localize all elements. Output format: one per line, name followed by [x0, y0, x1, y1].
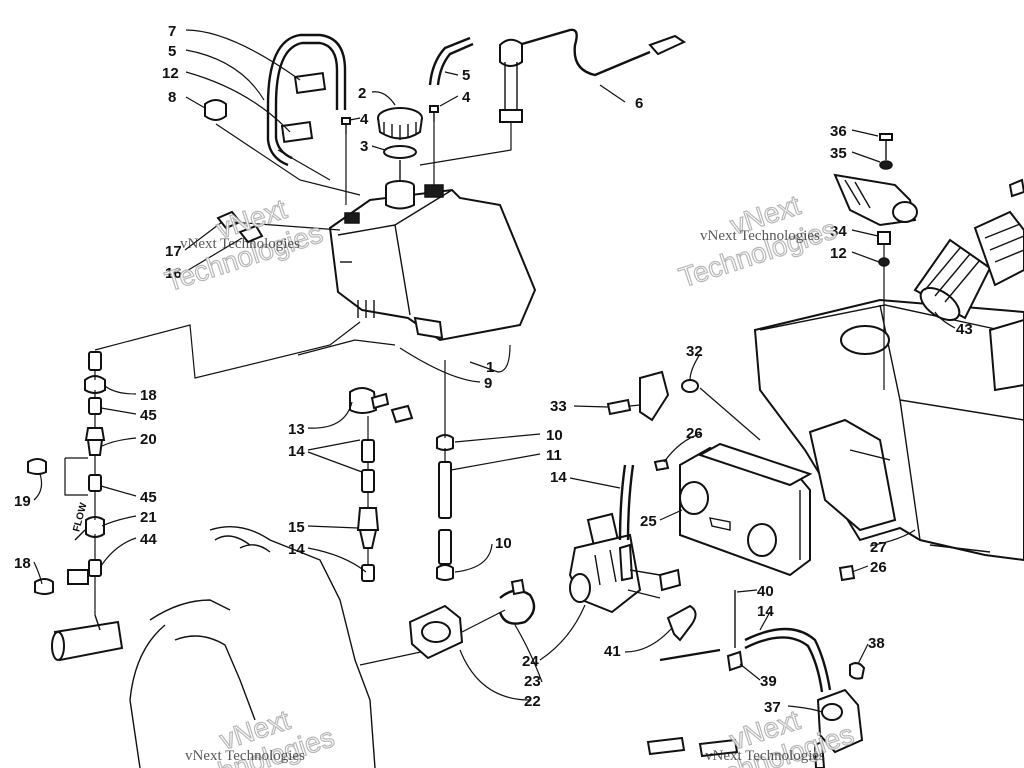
callout-17: 17	[165, 243, 182, 260]
callout-14-c: 14	[550, 469, 567, 486]
fuel-pump-line	[349, 387, 414, 582]
callout-12: 12	[162, 65, 179, 82]
engine-outline	[129, 525, 431, 768]
callout-45-bottom: 45	[140, 489, 157, 506]
callout-15: 15	[288, 519, 305, 536]
callout-2: 2	[358, 85, 366, 102]
callout-18-top: 18	[140, 387, 157, 404]
callout-4-left: 4	[360, 111, 369, 128]
callout-25: 25	[640, 513, 657, 530]
callout-23: 23	[524, 673, 541, 690]
callout-32: 32	[686, 343, 703, 360]
callout-33: 33	[550, 398, 567, 415]
callout-3: 3	[360, 138, 368, 155]
watermark-caption: vNext Technologies	[705, 748, 825, 764]
callout-leaders	[33, 29, 956, 713]
intake-flange	[408, 604, 506, 660]
intake-tube	[913, 210, 1024, 321]
callout-18-bottom: 18	[14, 555, 31, 572]
callout-9: 9	[484, 375, 492, 392]
watermark-caption: vNext Technologies	[700, 228, 820, 244]
callout-numbers: 7 5 12 8 2 4 3 4 5 6 1 9 10 11 10 13 14 …	[14, 23, 973, 716]
fuel-pump	[646, 590, 866, 768]
callout-26-bottom: 26	[870, 559, 887, 576]
callout-16: 16	[165, 265, 182, 282]
callout-34: 34	[830, 223, 847, 240]
callout-41: 41	[604, 643, 621, 660]
fuel-line-route	[94, 321, 396, 379]
watermark-caption: vNext Technologies	[185, 748, 305, 764]
callout-5-right: 5	[462, 67, 470, 84]
callout-14-b: 14	[288, 541, 305, 558]
callout-24: 24	[522, 653, 539, 670]
callout-21: 21	[140, 509, 157, 526]
callout-14-a: 14	[288, 443, 305, 460]
tank-mount-bracket	[216, 210, 341, 244]
vent-hose	[204, 33, 361, 196]
callout-35: 35	[830, 145, 847, 162]
callout-40: 40	[757, 583, 774, 600]
callout-44: 44	[140, 531, 157, 548]
callout-11: 11	[546, 447, 562, 464]
callout-4-right: 4	[462, 89, 471, 106]
watermark-caption: vNext Technologies	[180, 236, 300, 252]
fuel-tank	[328, 184, 537, 342]
vent-line-right	[428, 36, 474, 86]
fuel-hose-vertical	[436, 360, 454, 581]
callout-6: 6	[635, 95, 643, 112]
callout-7: 7	[168, 23, 176, 40]
callout-5: 5	[168, 43, 176, 60]
callout-38: 38	[868, 635, 885, 652]
callout-12-right: 12	[830, 245, 847, 262]
callout-10-bottom: 10	[495, 535, 512, 552]
callout-27: 27	[870, 539, 887, 556]
hose-clamp	[498, 578, 536, 625]
air-silencer	[753, 298, 1024, 562]
callout-37: 37	[764, 699, 781, 716]
callout-45-top: 45	[140, 407, 157, 424]
callout-36: 36	[830, 123, 847, 140]
primer-assembly	[833, 133, 1024, 390]
callout-20: 20	[140, 431, 157, 448]
callout-22: 22	[524, 693, 541, 710]
left-fuel-line-stack: FLOW	[27, 351, 124, 662]
callout-43: 43	[956, 321, 973, 338]
fuel-gauge-sender	[419, 28, 687, 166]
callout-13: 13	[288, 421, 305, 438]
callout-19: 19	[14, 493, 31, 510]
callout-14-d: 14	[757, 603, 774, 620]
callout-8: 8	[168, 89, 176, 106]
screw-pair	[341, 105, 439, 205]
callout-1: 1	[486, 359, 494, 376]
airbox-adapter	[653, 442, 856, 582]
fuel-cap	[377, 107, 423, 210]
carburetor	[568, 464, 682, 614]
callout-10-top: 10	[546, 427, 563, 444]
callout-26-top: 26	[686, 425, 703, 442]
choke-bracket	[606, 370, 761, 441]
callout-39: 39	[760, 673, 777, 690]
